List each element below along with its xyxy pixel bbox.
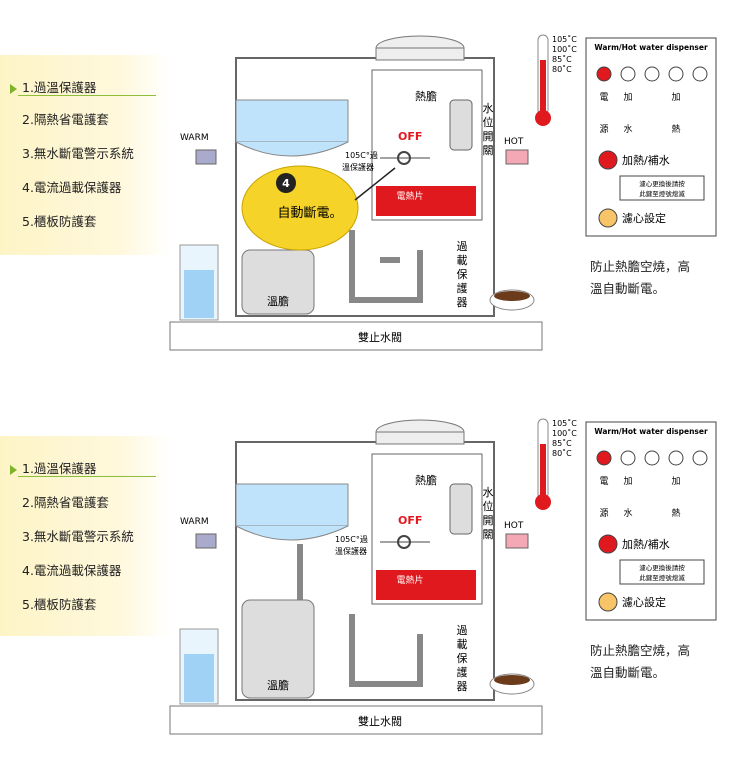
light-label-4: 加 xyxy=(671,476,680,487)
hint-line-2: 此鍵至燈號熄滅 xyxy=(639,189,685,198)
filter-button-label: 濾心設定 xyxy=(622,211,666,225)
level-switch-4: 關 xyxy=(483,144,494,157)
light-label-4b: 熱 xyxy=(671,123,680,135)
overload-4: 護 xyxy=(457,665,468,679)
menu-item-4[interactable]: 4.電流過載保護器 xyxy=(22,180,122,195)
arrow-icon xyxy=(10,464,17,475)
filter-button-label: 濾心設定 xyxy=(622,595,666,609)
dispenser-diagram: 熱膽 OFF 電熱片 105C°過 溫保護器 水 位 開 關 過 載 保 護 器… xyxy=(169,34,717,351)
feature-menu: 1.過溫保護器 2.隔熱省電護套 3.無水斷電警示系統 4.電流過載保護器 5.… xyxy=(0,55,170,255)
warm-label: WARM xyxy=(180,517,209,527)
temp-100: 100˚C xyxy=(552,428,577,438)
hot-tank-label: 熱膽 xyxy=(415,89,437,103)
divider xyxy=(18,476,156,477)
menu-item-5[interactable]: 5.櫃板防護套 xyxy=(22,597,97,612)
off-label: OFF xyxy=(398,130,422,143)
light-label-4b: 熱 xyxy=(671,507,680,519)
overload-4: 護 xyxy=(457,281,468,295)
heat-button[interactable] xyxy=(598,534,618,554)
note-text: 防止熱膽空燒，高 溫自動斷電。 xyxy=(590,643,691,680)
temp-100: 100˚C xyxy=(552,44,577,54)
light-label-1b: 源 xyxy=(599,124,608,135)
hint-line-2: 此鍵至燈號熄滅 xyxy=(639,573,685,582)
heat-button-label: 加熱/補水 xyxy=(622,154,670,167)
level-switch-4: 關 xyxy=(483,528,494,541)
light-label-1: 電 xyxy=(599,476,608,487)
hint-line-1: 濾心更換後請按 xyxy=(639,179,685,188)
temp-80: 80˚C xyxy=(552,448,572,458)
temp-105: 105˚C xyxy=(552,34,577,44)
valve-label: 雙止水閥 xyxy=(358,331,402,344)
light-label-2b: 水 xyxy=(623,123,632,135)
overload-3: 保 xyxy=(457,651,468,665)
callout-number: 4 xyxy=(282,177,290,190)
light-label-2: 加 xyxy=(623,92,632,103)
hot-label: HOT xyxy=(504,137,524,147)
level-switch-1: 水 xyxy=(483,486,494,499)
level-switch-2: 位 xyxy=(483,115,494,129)
menu-item-4[interactable]: 4.電流過載保護器 xyxy=(22,563,122,578)
overload-2: 載 xyxy=(457,638,468,651)
overload-3: 保 xyxy=(457,267,468,281)
thermostat-label-1: 105C°過 xyxy=(335,534,368,544)
heat-button-label: 加熱/補水 xyxy=(622,538,670,551)
level-switch-1: 水 xyxy=(483,102,494,115)
divider xyxy=(18,95,156,96)
overload-1: 過 xyxy=(457,240,468,253)
thermostat-label-1: 105C°過 xyxy=(345,150,378,160)
light-label-1: 電 xyxy=(599,92,608,103)
light-label-1b: 源 xyxy=(599,508,608,519)
filter-button[interactable] xyxy=(598,592,618,612)
overload-5: 器 xyxy=(457,296,468,309)
overload-5: 器 xyxy=(457,680,468,693)
off-label: OFF xyxy=(398,514,422,527)
control-panel-title: Warm/Hot water dispenser xyxy=(594,43,708,52)
warm-tap[interactable] xyxy=(195,149,217,165)
hot-tap[interactable] xyxy=(505,149,529,165)
menu-item-1[interactable]: 1.過溫保護器 xyxy=(10,458,96,477)
menu-item-3[interactable]: 3.無水斷電警示系統 xyxy=(22,146,134,161)
heat-button[interactable] xyxy=(598,150,618,170)
hot-tank-label: 熱膽 xyxy=(415,473,437,487)
note-text: 防止熱膽空燒，高 溫自動斷電。 xyxy=(590,259,691,296)
temp-105: 105˚C xyxy=(552,418,577,428)
callout-text: 自動斷電。 xyxy=(277,206,342,221)
hot-tap[interactable] xyxy=(505,533,529,549)
thermostat-label-2: 溫保護器 xyxy=(342,162,374,172)
menu-item-2[interactable]: 2.隔熱省電護套 xyxy=(22,495,109,510)
warm-label: WARM xyxy=(180,133,209,143)
thermostat-label-2: 溫保護器 xyxy=(335,546,367,556)
arrow-icon xyxy=(10,83,17,94)
panel-top: 1.過溫保護器 2.隔熱省電護套 3.無水斷電警示系統 4.電流過載保護器 5.… xyxy=(0,34,717,351)
temp-85: 85˚C xyxy=(552,54,572,64)
light-label-4: 加 xyxy=(671,92,680,103)
valve-label: 雙止水閥 xyxy=(358,715,402,728)
hot-label: HOT xyxy=(504,521,524,531)
hint-line-1: 濾心更換後請按 xyxy=(639,563,685,572)
level-switch-2: 位 xyxy=(483,499,494,513)
menu-item-3[interactable]: 3.無水斷電警示系統 xyxy=(22,529,134,544)
warm-tank-label: 溫膽 xyxy=(267,678,289,692)
temp-80: 80˚C xyxy=(552,64,572,74)
level-switch-3: 開 xyxy=(483,514,494,527)
dispenser-diagram: 熱膽 OFF 電熱片 105C°過 溫保護器 水 位 開 關 過 載 保 護 器… xyxy=(169,418,717,735)
heater-label: 電熱片 xyxy=(396,574,423,586)
level-switch-3: 開 xyxy=(483,130,494,143)
menu-item-5[interactable]: 5.櫃板防護套 xyxy=(22,214,97,229)
light-label-2: 加 xyxy=(623,476,632,487)
warm-tank-label: 溫膽 xyxy=(267,294,289,308)
light-label-2b: 水 xyxy=(623,507,632,519)
warm-tap[interactable] xyxy=(195,533,217,549)
feature-menu: 1.過溫保護器 2.隔熱省電護套 3.無水斷電警示系統 4.電流過載保護器 5.… xyxy=(0,436,170,636)
menu-item-1[interactable]: 1.過溫保護器 xyxy=(10,77,96,96)
overload-2: 載 xyxy=(457,254,468,267)
heater-label: 電熱片 xyxy=(396,190,423,202)
temp-85: 85˚C xyxy=(552,438,572,448)
menu-item-2[interactable]: 2.隔熱省電護套 xyxy=(22,112,109,127)
filter-button[interactable] xyxy=(598,208,618,228)
overload-1: 過 xyxy=(457,624,468,637)
control-panel-title: Warm/Hot water dispenser xyxy=(594,427,708,436)
panel-bottom: 1.過溫保護器 2.隔熱省電護套 3.無水斷電警示系統 4.電流過載保護器 5.… xyxy=(0,384,733,768)
